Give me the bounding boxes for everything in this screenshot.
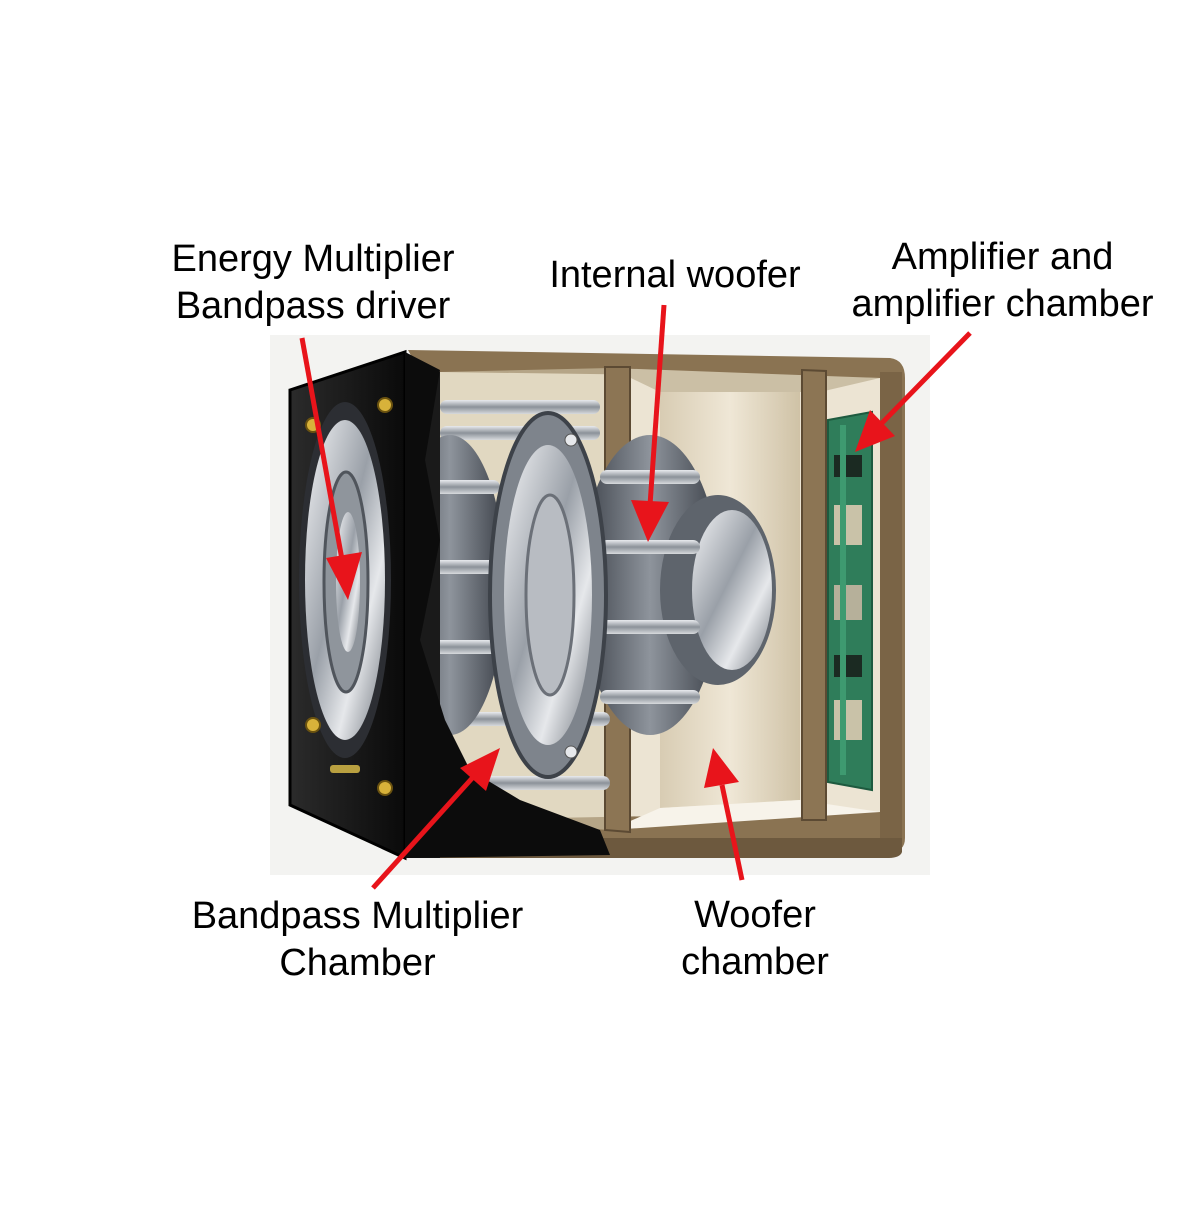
rod-bottom-2 [470,776,610,790]
arrow-internal-woofer-head [631,500,669,542]
arrow-woofer-chamber [719,784,745,881]
woofer-magnet-cap [692,510,772,670]
woofer-frame-rib [600,690,700,704]
inner-cone [524,493,576,697]
label-energy-multiplier-line2: Bandpass driver [175,285,451,327]
cabinet-right-edge [880,372,902,838]
internal-woofer [580,435,776,735]
frame-bolt [564,433,578,447]
amplifier-board [827,410,873,792]
front-baffle [288,349,610,861]
label-energy-multiplier-line1: Energy Multiplier [171,238,455,280]
arrow-amplifier [878,331,972,427]
label-woofer-chamber-line2: chamber [681,941,829,983]
label-amplifier-line1: Amplifier and [891,236,1114,278]
pcb-chip [834,585,862,620]
rod-top-1 [440,400,600,414]
arrow-internal-woofer [647,304,667,506]
label-energy-multiplier: Energy Multiplier Bandpass driver [138,236,488,330]
label-woofer-chamber: Woofer chamber [640,892,870,986]
pcb-trace [840,425,846,775]
label-bandpass-chamber-line1: Bandpass Multiplier [191,895,524,937]
arrow-woofer-chamber-head [704,748,739,788]
label-bandpass-chamber-line2: Chamber [279,942,436,984]
arrow-amplifier-head [855,410,895,452]
woofer-frame-rib [600,540,700,554]
label-bandpass-chamber: Bandpass Multiplier Chamber [160,893,555,987]
frame-bolt [564,745,578,759]
baffle-screw [305,717,321,733]
label-woofer-chamber-line1: Woofer [694,894,816,936]
brand-badge [330,765,360,773]
pcb-chip [834,505,862,545]
label-amplifier-line2: amplifier chamber [851,283,1154,325]
woofer-frame-rib [600,620,700,634]
pcb-chip [834,655,862,677]
divider-panel-rear [801,368,827,821]
arrow-bandpass-chamber [371,773,477,890]
baffle-wrap-torn [405,352,610,858]
baffle-screw [377,780,393,796]
label-amplifier: Amplifier and amplifier chamber [835,234,1170,328]
label-internal-woofer-line1: Internal woofer [549,254,801,296]
arrow-energy-multiplier [299,337,346,566]
label-internal-woofer: Internal woofer [520,252,830,299]
arrow-energy-multiplier-head [326,552,362,600]
callout-arrows [299,304,972,890]
arrow-bandpass-chamber-head [460,748,500,791]
pcb-chip [834,455,862,477]
pcb-chip [834,700,862,740]
baffle-screw [377,397,393,413]
